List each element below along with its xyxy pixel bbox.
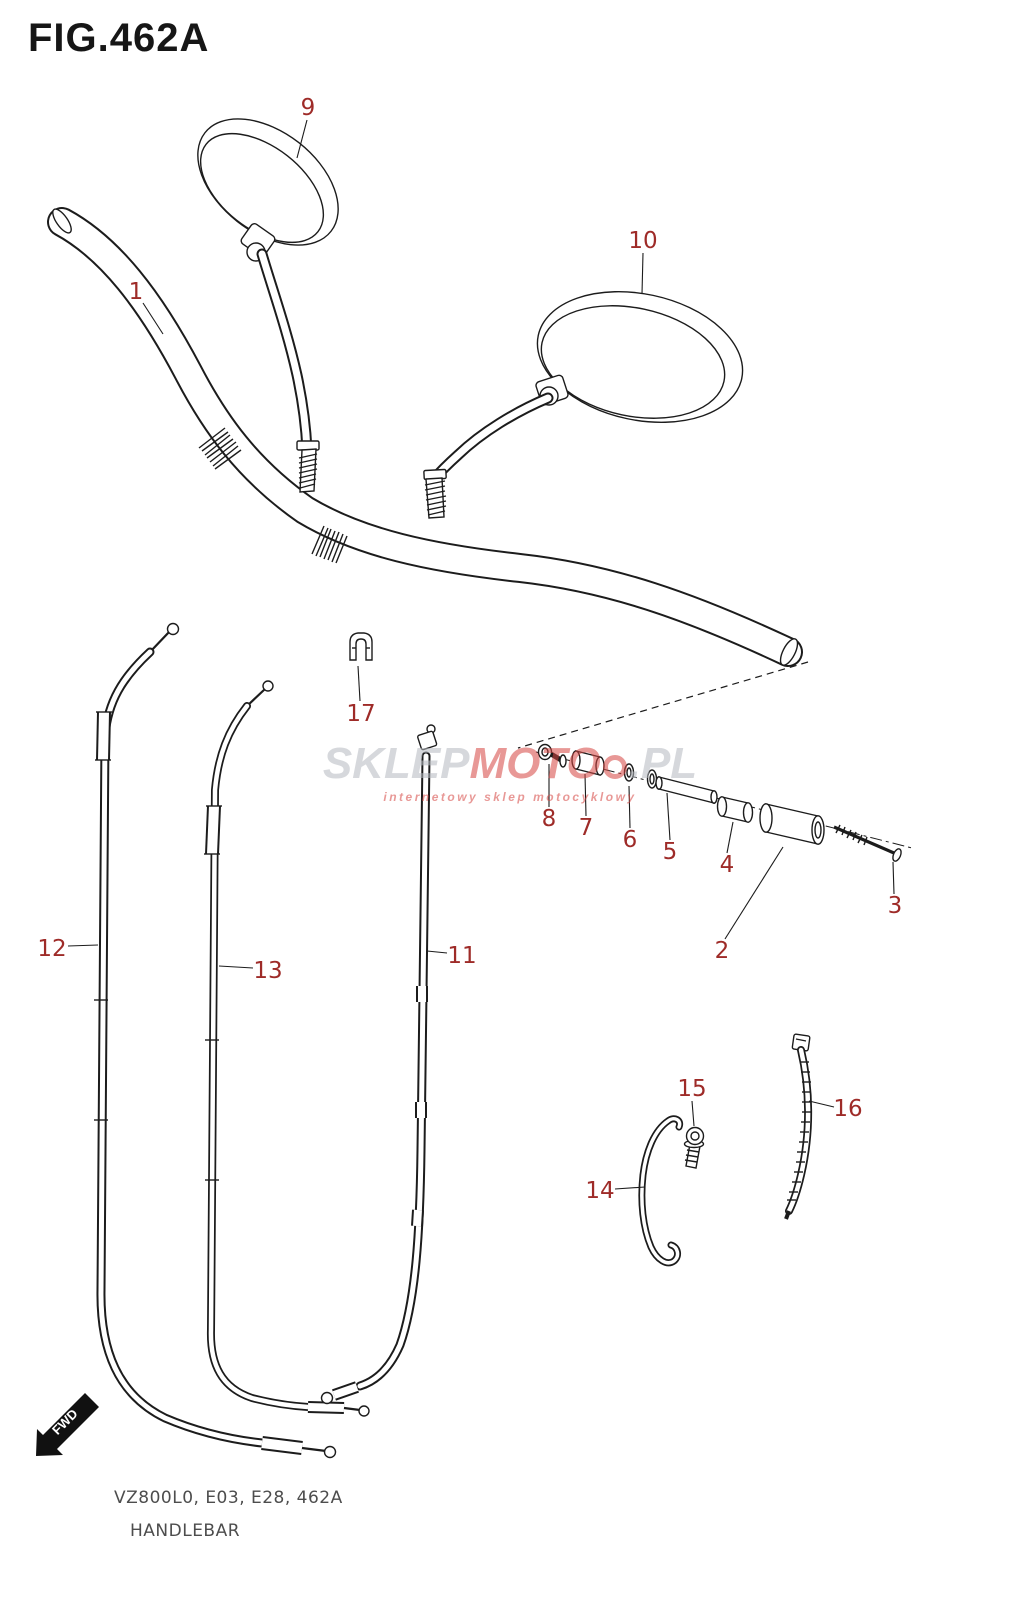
mirror-right-bolt (423, 468, 447, 519)
part-number-2: 2 (715, 938, 730, 964)
figure-title: FIG.462A (28, 16, 210, 60)
part-number-1: 1 (129, 279, 144, 305)
fwd-arrow: FWD (36, 1393, 99, 1456)
callout-leader-line-4 (726, 821, 734, 854)
callout-leader-line-17 (357, 665, 361, 702)
cable-tie-ribs (787, 1061, 811, 1201)
mirror-left (197, 118, 339, 493)
callout-leader-line-16 (808, 1100, 835, 1108)
part-number-7: 7 (579, 815, 594, 841)
part-2-grip-end (759, 803, 825, 845)
part-number-9: 9 (301, 95, 316, 121)
callout-leader-line-2 (724, 846, 784, 940)
footer-model-code: VZ800L0, E03, E28, 462A (114, 1488, 343, 1508)
part-number-14: 14 (585, 1178, 614, 1204)
part-number-6: 6 (623, 827, 638, 853)
cable-left (94, 622, 337, 1459)
part-8-screw (537, 743, 567, 768)
cable-middle (204, 680, 370, 1417)
part-number-15: 15 (677, 1076, 706, 1102)
part-number-3: 3 (888, 893, 903, 919)
callout-leader-line-14 (614, 1186, 646, 1190)
callout-leader-line-11 (426, 950, 448, 954)
handlebar-knurl-left (198, 427, 242, 470)
callout-leader-line-13 (218, 965, 254, 969)
callout-leader-line-1 (142, 302, 164, 335)
part-number-8: 8 (542, 806, 557, 832)
mirror-left-bolt (296, 440, 320, 493)
footer-part-group: HANDLEBAR (130, 1521, 241, 1541)
cable-clutch (320, 724, 438, 1405)
part-3-bolt (833, 824, 902, 862)
mount-screw (683, 1126, 705, 1169)
wire-hook (638, 1115, 684, 1267)
part-number-12: 12 (37, 936, 66, 962)
part-number-10: 10 (628, 228, 657, 254)
part-number-16: 16 (833, 1096, 862, 1122)
cable-tie (784, 1033, 813, 1220)
part-7-spacer (571, 750, 605, 776)
callout-leader-line-15 (691, 1100, 695, 1127)
part-number-5: 5 (663, 839, 678, 865)
callout-leader-line-7 (584, 773, 587, 817)
handlebar (47, 207, 803, 667)
callout-leader-line-9 (296, 119, 308, 159)
cable-clamp (349, 632, 373, 661)
part-number-4: 4 (720, 852, 735, 878)
part-4-collar (716, 796, 754, 823)
handlebar-knurl-right (311, 525, 348, 564)
callout-leader-line-12 (67, 944, 99, 947)
mirror-right (423, 290, 744, 519)
part-number-13: 13 (253, 958, 282, 984)
part-6-washer (623, 763, 635, 782)
part-number-17: 17 (346, 701, 375, 727)
callout-leader-line-3 (892, 861, 895, 895)
part-5-washer-and-rod (646, 769, 718, 804)
throttle-assembly (537, 743, 902, 862)
callout-leader-line-5 (666, 792, 671, 841)
callout-leader-line-10 (641, 252, 644, 295)
callout-leader-line-6 (628, 785, 631, 829)
part-number-11: 11 (447, 943, 476, 969)
